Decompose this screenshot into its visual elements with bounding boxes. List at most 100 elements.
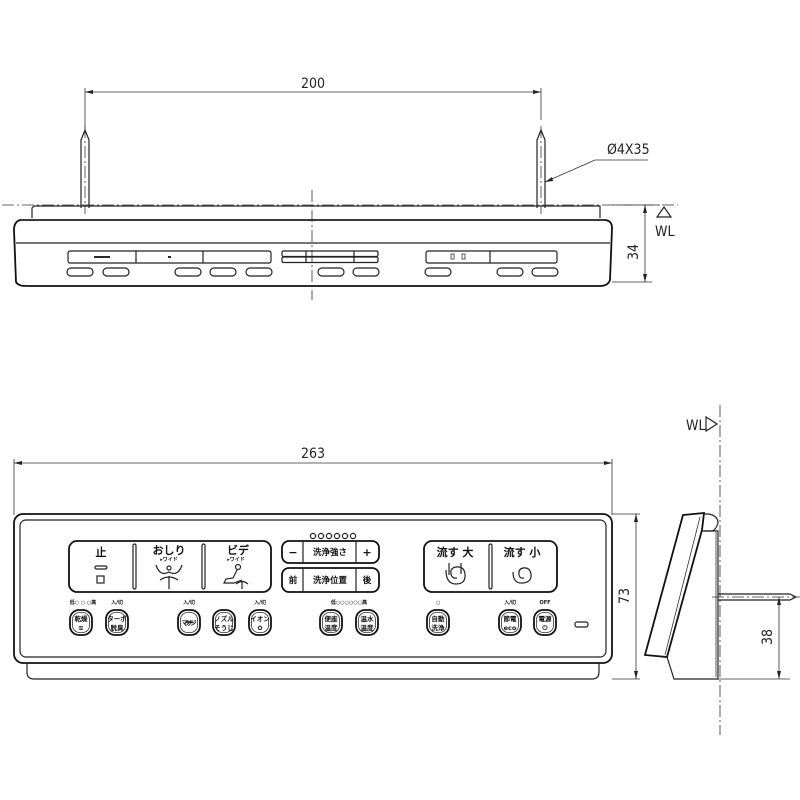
flush-large-key[interactable]: 流す 大 xyxy=(437,545,474,585)
stop-key-label: 止 xyxy=(96,545,107,559)
indicator-lamp xyxy=(574,621,589,628)
bidet-wide-label: ▸ワイド xyxy=(227,557,245,563)
bidet-wash-icon xyxy=(223,563,249,589)
strength-key-row xyxy=(281,540,380,564)
top-slot-center-b xyxy=(281,256,379,264)
button-inner-outline xyxy=(72,612,90,633)
right-key-group xyxy=(423,540,558,593)
flush-small-key[interactable]: 流す 小 xyxy=(504,545,541,584)
front-body-inner xyxy=(19,519,607,658)
button-label-line2: 温度 xyxy=(325,623,339,632)
position-back-button[interactable]: 後 xyxy=(363,575,372,586)
slot-dot xyxy=(461,253,466,260)
button-inner-outline xyxy=(251,612,269,633)
button-label-line1: 乾燥 xyxy=(75,614,89,623)
oshiri-key[interactable]: おしり ▸ワイド xyxy=(153,544,186,589)
button-label-line1: 節電 xyxy=(503,614,518,623)
button-inner-outline xyxy=(108,612,126,633)
button-label-line1: ノズル xyxy=(214,614,234,623)
dim-width-label: 263 xyxy=(301,446,325,462)
slot-dot xyxy=(450,253,455,260)
position-front-button[interactable]: 前 xyxy=(289,575,298,586)
button-label-line2: 温度 xyxy=(361,623,375,632)
button-outline xyxy=(355,609,379,636)
key-divider xyxy=(488,543,493,590)
button-inner-outline xyxy=(322,612,340,633)
button-indicator-label: 低○ ○ ○高 xyxy=(69,599,97,606)
button-outline xyxy=(212,609,236,636)
top-slot-right xyxy=(425,250,558,264)
stop-key[interactable]: 止 xyxy=(94,545,108,584)
button-label-line1: イオン xyxy=(250,615,270,623)
button-label-line1: 便座 xyxy=(325,614,339,623)
button-outline xyxy=(319,609,343,636)
button-label-line1: 自動 xyxy=(432,614,446,623)
arrow-right xyxy=(533,90,541,94)
dim-height-top-label: 34 xyxy=(626,244,642,260)
button-inner-outline xyxy=(215,612,233,633)
button-indicator-label: ○ xyxy=(436,600,440,606)
wl-triangle xyxy=(655,205,673,218)
dry-button[interactable]: 乾燥≋ 低○ ○ ○高 xyxy=(69,599,97,636)
button-outline xyxy=(498,609,522,636)
leader-arrow xyxy=(545,177,553,182)
bidet-key[interactable]: ビデ ▸ワイド xyxy=(223,543,250,589)
front-body-base xyxy=(26,663,600,680)
wl-label-side: WL xyxy=(686,418,705,434)
button-outline xyxy=(533,609,557,636)
top-flange xyxy=(31,205,601,218)
strength-minus-button[interactable]: − xyxy=(288,546,297,559)
wl-triangle-side xyxy=(705,415,719,433)
button-indicator-label: 低○○○○○○高 xyxy=(330,599,367,606)
strength-indicators xyxy=(309,532,357,540)
button-indicator-label: OFF xyxy=(539,600,550,606)
side-top-hook xyxy=(704,513,719,532)
bidet-key-label: ビデ xyxy=(227,543,250,557)
button-label-line1: 電源 xyxy=(539,614,553,623)
rear-wash-icon xyxy=(155,564,183,589)
strength-indicator-dot xyxy=(309,532,317,540)
top-view-body xyxy=(13,219,613,287)
button-inner-outline xyxy=(358,612,376,633)
arrow xyxy=(14,461,22,465)
top-oval-buttons xyxy=(66,267,559,277)
panel-edge xyxy=(664,516,701,656)
oshiri-key-label: おしり xyxy=(153,544,186,557)
arrow xyxy=(634,671,638,679)
front-view: 263 73 止 おしり ▸ワイド ビ xyxy=(13,446,640,680)
button-label-line2: 脱臭 xyxy=(111,623,125,632)
button-inner-outline xyxy=(429,612,447,633)
oshiri-wide-label: ▸ワイド xyxy=(160,557,178,563)
flush-small-label: 流す 小 xyxy=(504,545,541,559)
strength-indicator-dot xyxy=(333,532,341,540)
top-slot-left xyxy=(67,250,272,264)
power-button[interactable]: 電源⏻OFF xyxy=(533,600,557,636)
dim-height-front-label: 73 xyxy=(617,588,633,604)
arrow xyxy=(604,461,612,465)
position-label: 洗浄位置 xyxy=(313,575,348,586)
strength-indicator-dot xyxy=(325,532,333,540)
front-body-outer xyxy=(13,513,613,664)
button-inner-outline xyxy=(536,612,554,633)
stop-square-icon xyxy=(96,575,105,584)
top-view: 200 Ø4X35 xyxy=(2,76,678,300)
strength-label: 洗浄強さ xyxy=(313,547,347,558)
button-inner-outline xyxy=(501,612,519,633)
button-label-line2: ✿ xyxy=(257,624,263,632)
pin-spec-label: Ø4X35 xyxy=(607,142,650,158)
strength-plus-button[interactable]: + xyxy=(362,546,371,559)
position-key-row xyxy=(281,567,380,593)
side-rear-body xyxy=(662,530,719,680)
key-divider xyxy=(132,543,137,590)
button-label-line2: ≋ xyxy=(78,624,83,632)
ion-button[interactable]: イオン✿入/切 xyxy=(248,599,272,636)
